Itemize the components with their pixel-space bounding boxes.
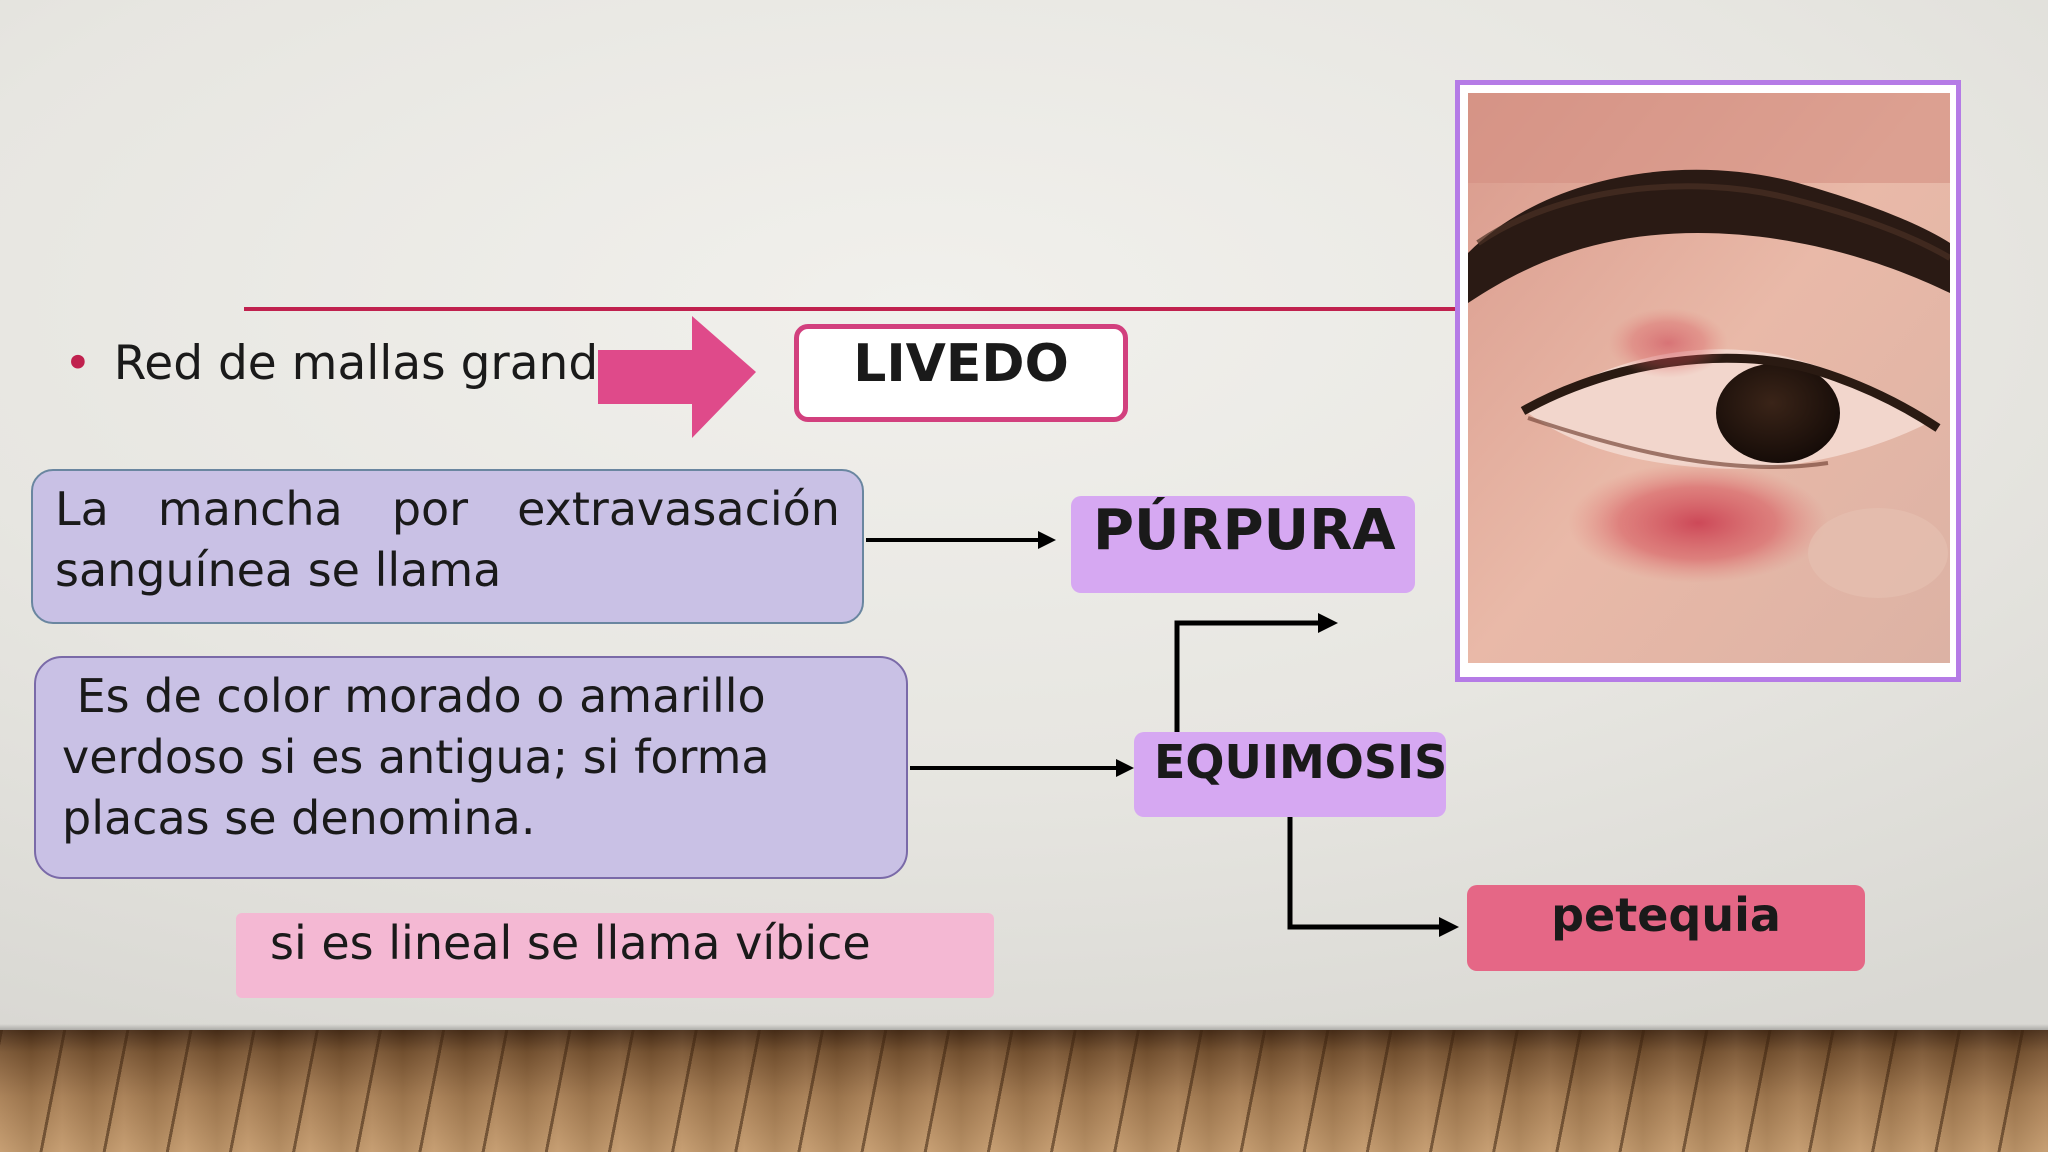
box1-first-line: La mancha por extravasación bbox=[55, 479, 840, 540]
livedo-label: LIVEDO bbox=[794, 324, 1128, 422]
vibice-note: si es lineal se llama víbice bbox=[236, 913, 994, 998]
purpura-label: PÚRPURA bbox=[1071, 496, 1415, 593]
box2-line: Es de color morado o amarillo bbox=[62, 669, 766, 723]
vibice-text: si es lineal se llama víbice bbox=[270, 916, 871, 970]
box1-word: extravasación bbox=[517, 482, 840, 536]
box1-second-line: sanguínea se llama bbox=[55, 543, 502, 597]
box2-line: verdoso si es antigua; si forma bbox=[62, 730, 770, 784]
title-divider-line bbox=[244, 307, 1456, 311]
definition-box-extravasation: La mancha por extravasación sanguínea se… bbox=[31, 469, 864, 624]
box2-line: placas se denomina. bbox=[62, 791, 536, 845]
box1-word: mancha bbox=[157, 482, 343, 536]
eye-bruise-photo bbox=[1468, 93, 1950, 663]
clinical-photo-frame bbox=[1455, 80, 1961, 682]
right-arrow-icon bbox=[598, 316, 756, 438]
box1-word: por bbox=[391, 482, 469, 536]
bullet-text: Red de mallas grandes bbox=[113, 336, 604, 391]
petequia-label: petequia bbox=[1467, 885, 1865, 971]
equimosis-label: EQUIMOSIS bbox=[1134, 732, 1447, 817]
box1-word: La bbox=[55, 482, 109, 536]
floor-shadow bbox=[0, 1024, 2048, 1034]
bullet-item: • Red de mallas grandes bbox=[64, 336, 604, 391]
definition-box-color: Es de color morado o amarillo verdoso si… bbox=[34, 656, 908, 879]
wooden-floor bbox=[0, 1030, 2048, 1152]
bullet-marker: • bbox=[64, 336, 92, 391]
